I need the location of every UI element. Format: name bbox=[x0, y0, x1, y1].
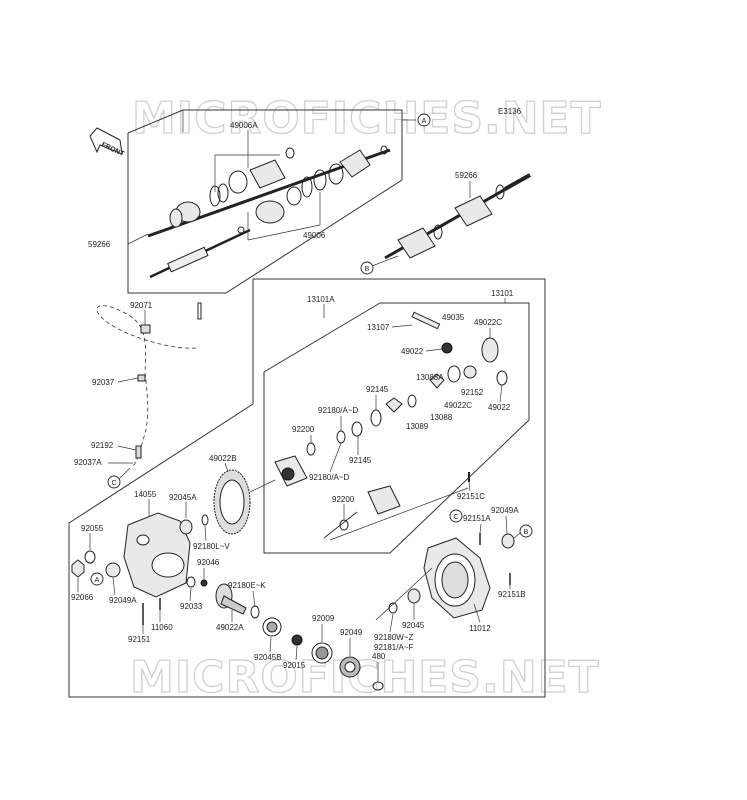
pinion-gear-49022A bbox=[215, 583, 260, 619]
svg-text:A: A bbox=[422, 118, 427, 125]
label-92049A-low: 92049A bbox=[109, 596, 137, 605]
label-92151: 92151 bbox=[128, 635, 151, 644]
callout-b-upper[interactable]: B bbox=[360, 261, 374, 275]
label-92180EK: 92180E~K bbox=[228, 581, 266, 590]
right-drive-shaft bbox=[384, 173, 531, 260]
label-49022-b: 49022 bbox=[488, 403, 511, 412]
label-92180AD-top: 92180/A~D bbox=[318, 406, 358, 415]
label-92055: 92055 bbox=[81, 524, 104, 533]
label-92151A: 92151A bbox=[463, 514, 491, 523]
label-92180LV: 92180L~V bbox=[193, 542, 230, 551]
label-59266-left: 59266 bbox=[88, 240, 111, 249]
label-92045: 92045 bbox=[402, 621, 425, 630]
label-49035: 49035 bbox=[442, 313, 465, 322]
ring-gear-49022B bbox=[213, 469, 251, 535]
label-92066: 92066 bbox=[71, 593, 94, 602]
callout-c-left[interactable]: C bbox=[107, 475, 121, 489]
differential-frame bbox=[68, 278, 546, 698]
label-92200-top: 92200 bbox=[292, 425, 315, 434]
diagram-code: E3136 bbox=[498, 107, 522, 116]
label-49006A: 49006A bbox=[230, 121, 258, 130]
label-13101A: 13101A bbox=[307, 295, 335, 304]
label-92033: 92033 bbox=[180, 602, 203, 611]
callout-c-right[interactable]: C bbox=[449, 509, 463, 523]
callout-a-upper[interactable]: A bbox=[417, 113, 431, 127]
label-92151B: 92151B bbox=[498, 590, 526, 599]
svg-text:B: B bbox=[524, 529, 529, 536]
label-92152: 92152 bbox=[461, 388, 484, 397]
front-housing-14055 bbox=[71, 512, 209, 625]
label-92151C: 92151C bbox=[457, 492, 485, 501]
callout-a-lower[interactable]: A bbox=[90, 572, 104, 586]
breather-hose bbox=[96, 302, 202, 467]
label-49022A: 49022A bbox=[216, 623, 244, 632]
front-arrow-icon: FRONT bbox=[89, 127, 126, 158]
watermark-bottom: MICROFICHES.NET bbox=[130, 652, 600, 703]
label-49022-a: 49022 bbox=[401, 347, 424, 356]
label-11060: 11060 bbox=[151, 623, 173, 632]
label-92145-top: 92145 bbox=[366, 385, 389, 394]
label-92145-low: 92145 bbox=[349, 456, 372, 465]
bottom-bearings bbox=[262, 617, 384, 691]
left-drive-shaft bbox=[147, 145, 391, 279]
label-49022C-mid: 49022C bbox=[444, 401, 472, 410]
svg-text:C: C bbox=[111, 480, 116, 487]
label-92192: 92192 bbox=[91, 441, 114, 450]
watermark-top: MICROFICHES.NET bbox=[132, 93, 602, 144]
label-92037: 92037 bbox=[92, 378, 115, 387]
label-11012: 11012 bbox=[469, 624, 491, 633]
label-92071: 92071 bbox=[130, 301, 153, 310]
label-49006: 49006 bbox=[303, 231, 326, 240]
gear-subassembly-frame bbox=[263, 302, 530, 554]
label-92037A: 92037A bbox=[74, 458, 102, 467]
label-14055: 14055 bbox=[134, 490, 157, 499]
label-92049A: 92049A bbox=[491, 506, 519, 515]
callout-b-right[interactable]: B bbox=[519, 524, 533, 538]
label-92009: 92009 bbox=[312, 614, 335, 623]
label-92200-mid: 92200 bbox=[332, 495, 355, 504]
label-92180AD-low: 92180/A~D bbox=[309, 473, 349, 482]
label-480: 480 bbox=[372, 652, 386, 661]
label-13089: 13089 bbox=[406, 422, 429, 431]
label-49022B: 49022B bbox=[209, 454, 237, 463]
label-92180WZ: 92180W~Z bbox=[374, 633, 413, 642]
rear-housing-11012 bbox=[388, 533, 515, 619]
label-92015: 92015 bbox=[283, 661, 306, 670]
label-59266-right: 59266 bbox=[455, 171, 478, 180]
label-13088: 13088 bbox=[430, 413, 453, 422]
label-92181AF: 92181/A~F bbox=[374, 643, 413, 652]
label-92046: 92046 bbox=[197, 558, 220, 567]
label-13088A: 13088A bbox=[416, 373, 444, 382]
label-92045B: 92045B bbox=[254, 653, 282, 662]
svg-text:B: B bbox=[365, 266, 370, 273]
gear-subassembly-parts bbox=[274, 311, 508, 539]
label-49022C-top: 49022C bbox=[474, 318, 502, 327]
label-92045A: 92045A bbox=[169, 493, 197, 502]
svg-text:C: C bbox=[453, 514, 458, 521]
label-92049: 92049 bbox=[340, 628, 363, 637]
label-13107: 13107 bbox=[367, 323, 390, 332]
label-13101: 13101 bbox=[491, 289, 514, 298]
svg-text:A: A bbox=[95, 577, 100, 584]
